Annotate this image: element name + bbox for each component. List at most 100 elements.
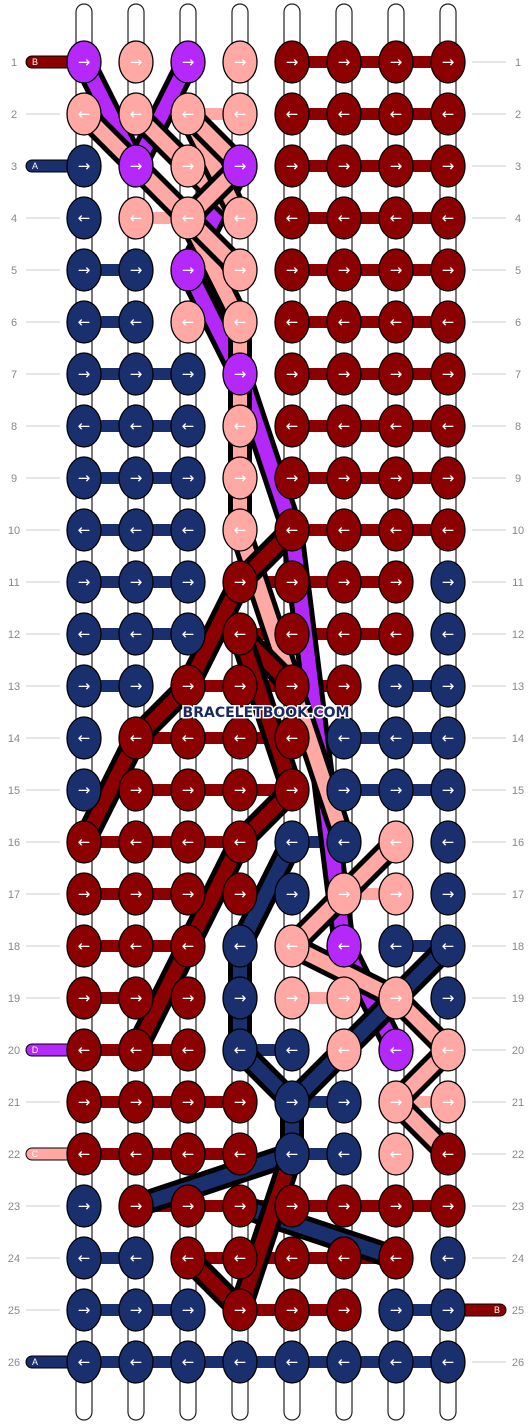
knot: → [274, 1288, 310, 1332]
arrow-right-icon: → [234, 469, 247, 487]
knot: → [118, 560, 154, 604]
knot: ← [274, 92, 310, 136]
knot: → [222, 976, 258, 1020]
knot: → [118, 352, 154, 396]
arrow-left-icon: ← [390, 313, 403, 331]
arrow-right-icon: → [130, 469, 143, 487]
row-number-left: 6 [11, 317, 17, 329]
arrow-left-icon: ← [234, 729, 247, 747]
knot: ← [430, 820, 466, 864]
knot: → [274, 768, 310, 812]
knot: ← [170, 716, 206, 760]
knot: ← [222, 820, 258, 864]
row-number-left: 9 [11, 473, 17, 485]
knot: ← [66, 196, 102, 240]
row-number-left: 21 [8, 1097, 20, 1109]
arrow-right-icon: → [390, 1301, 403, 1319]
row-number-right: 12 [512, 629, 524, 641]
thread-diagonal [233, 1147, 299, 1317]
arrow-right-icon: → [442, 469, 455, 487]
arrow-left-icon: ← [182, 209, 195, 227]
knot: ← [430, 404, 466, 448]
knot: → [430, 768, 466, 812]
arrow-right-icon: → [390, 365, 403, 383]
arrow-left-icon: ← [390, 625, 403, 643]
arrow-left-icon: ← [390, 1353, 403, 1371]
string-tag-letter: D [32, 1045, 39, 1055]
row-number-right: 5 [515, 265, 521, 277]
knot: ← [66, 92, 102, 136]
knot: ← [66, 716, 102, 760]
knot: ← [378, 612, 414, 656]
knot: ← [66, 508, 102, 552]
arrow-right-icon: → [390, 677, 403, 695]
arrow-right-icon: → [286, 781, 299, 799]
arrow-right-icon: → [234, 781, 247, 799]
arrow-left-icon: ← [338, 521, 351, 539]
arrow-right-icon: → [390, 781, 403, 799]
arrow-right-icon: → [182, 469, 195, 487]
arrow-right-icon: → [234, 261, 247, 279]
knot: ← [378, 1236, 414, 1280]
arrow-right-icon: → [234, 885, 247, 903]
row-number-right: 9 [515, 473, 521, 485]
row-number-right: 14 [512, 733, 524, 745]
row-number-right: 6 [515, 317, 521, 329]
arrow-right-icon: → [338, 1301, 351, 1319]
knot: → [222, 1288, 258, 1332]
knot: ← [222, 300, 258, 344]
knot: ← [378, 1132, 414, 1176]
arrow-left-icon: ← [442, 1249, 455, 1267]
knot: ← [274, 404, 310, 448]
row-number-right: 20 [512, 1045, 524, 1057]
knot: ← [66, 1132, 102, 1176]
knot: ← [170, 820, 206, 864]
knot: → [118, 768, 154, 812]
knot: → [430, 40, 466, 84]
arrow-left-icon: ← [286, 1249, 299, 1267]
knot: → [274, 352, 310, 396]
knot: → [66, 1080, 102, 1124]
knot: ← [118, 1132, 154, 1176]
arrow-left-icon: ← [130, 1249, 143, 1267]
arrow-right-icon: → [130, 261, 143, 279]
knot: ← [274, 716, 310, 760]
arrow-right-icon: → [130, 1197, 143, 1215]
arrow-right-icon: → [442, 989, 455, 1007]
knot: ← [222, 1236, 258, 1280]
knot: ← [274, 820, 310, 864]
arrow-right-icon: → [286, 469, 299, 487]
arrow-right-icon: → [442, 1301, 455, 1319]
knot: ← [430, 92, 466, 136]
arrow-right-icon: → [286, 677, 299, 695]
arrow-left-icon: ← [182, 1353, 195, 1371]
arrow-left-icon: ← [442, 105, 455, 123]
knot: ← [430, 1236, 466, 1280]
arrow-left-icon: ← [78, 105, 91, 123]
knot: → [118, 1080, 154, 1124]
knot: ← [170, 612, 206, 656]
knot: → [326, 872, 362, 916]
arrow-left-icon: ← [390, 1041, 403, 1059]
knot: → [66, 352, 102, 396]
knot-grid: → → → → → → → → ← ← ← ← ← ← ← ← → → → → → → → → ← ← ← ← ← ← ← ← → → → → → → → →… [66, 40, 466, 1384]
arrow-left-icon: ← [286, 417, 299, 435]
arrow-right-icon: → [338, 261, 351, 279]
row-number-left: 23 [8, 1201, 20, 1213]
knot: → [66, 1184, 102, 1228]
arrow-left-icon: ← [130, 833, 143, 851]
arrow-left-icon: ← [78, 521, 91, 539]
arrow-right-icon: → [78, 53, 91, 71]
arrow-right-icon: → [78, 469, 91, 487]
arrow-right-icon: → [338, 157, 351, 175]
knot: ← [326, 300, 362, 344]
knot: → [118, 664, 154, 708]
arrow-right-icon: → [78, 261, 91, 279]
knot: → [274, 664, 310, 708]
arrow-left-icon: ← [182, 1249, 195, 1267]
arrow-right-icon: → [286, 365, 299, 383]
arrow-right-icon: → [130, 1093, 143, 1111]
knot: → [378, 1288, 414, 1332]
knot: → [118, 248, 154, 292]
row-number-right: 21 [512, 1097, 524, 1109]
